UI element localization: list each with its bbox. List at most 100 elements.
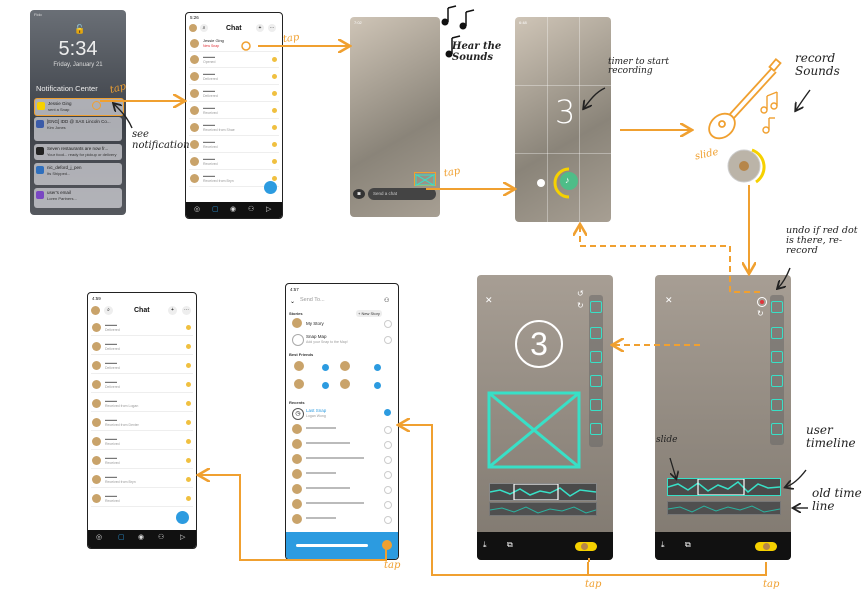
chat-row[interactable]: ▬▬▬Received from Dexter — [91, 416, 193, 431]
new-chat-button[interactable] — [176, 511, 189, 524]
select-recipient-checkbox[interactable] — [384, 516, 392, 524]
tap-target-circle — [581, 543, 588, 550]
chat-row[interactable]: ▬▬▬Delivered — [189, 70, 279, 85]
flash-icon[interactable] — [537, 179, 545, 187]
avatar — [292, 454, 302, 464]
sticker-placeholder-icon[interactable] — [487, 391, 581, 469]
select-recipient-checkbox[interactable] — [384, 456, 392, 464]
user-timeline[interactable] — [667, 478, 781, 496]
chat-row[interactable]: ▬▬▬Received — [91, 454, 193, 469]
chat-row[interactable]: ▬▬▬Received — [189, 104, 279, 119]
recording-progress-arc — [553, 167, 570, 199]
notification-email[interactable]: [ENG] IDD @ SAS Lincoln Co... Kim Jones — [34, 117, 122, 141]
friend-name: ▬▬▬ — [105, 493, 117, 498]
chat-row[interactable]: ▬▬▬Received from Bryn — [189, 172, 279, 187]
chat-status: Delivered — [203, 94, 218, 98]
chat-row[interactable]: ▬▬▬Received from Bryn — [91, 473, 193, 488]
discover-icon[interactable]: ▷ — [266, 206, 272, 213]
chat-row[interactable]: ▬▬▬Received — [189, 155, 279, 170]
chat-row[interactable]: ▬▬▬Received — [91, 435, 193, 450]
select-recipient-checkbox[interactable] — [384, 471, 392, 479]
user-timeline[interactable] — [489, 483, 597, 501]
select-recipient-checkbox[interactable] — [384, 501, 392, 509]
chat-row[interactable]: ▬▬▬Received — [91, 492, 193, 507]
chevron-down-icon[interactable]: ⌄ — [290, 299, 296, 305]
friends-icon[interactable]: ⚇ — [158, 534, 165, 541]
send-bar[interactable] — [286, 532, 398, 559]
chat-icon[interactable]: ▢ — [118, 534, 125, 541]
emoji-icon — [272, 159, 277, 164]
avatar[interactable] — [91, 306, 100, 315]
select-recipient-checkbox[interactable] — [384, 441, 392, 449]
download-icon[interactable]: ⤓ — [661, 540, 665, 549]
notification-email-2[interactable]: user's email Loren Partners... — [34, 188, 122, 208]
last-snap-item[interactable]: Last Snap — [306, 408, 327, 413]
send-chat-input[interactable]: Send a chat — [368, 188, 436, 200]
emoji-icon — [186, 477, 191, 482]
sound-sticker[interactable] — [414, 172, 436, 187]
redo-icon[interactable]: ↻ — [757, 309, 764, 318]
search-icon[interactable]: ⌕ — [200, 24, 208, 32]
undo-icon[interactable] — [757, 297, 767, 307]
chat-row[interactable]: ▬▬▬Delivered — [91, 340, 193, 355]
search-input[interactable]: Send To... — [300, 297, 325, 303]
avatar[interactable] — [189, 24, 197, 32]
my-story-item[interactable]: My Story — [306, 321, 324, 326]
chat-row[interactable]: ▬▬▬Delivered — [91, 321, 193, 336]
undo-icon[interactable]: ↺ — [577, 289, 584, 298]
chat-row[interactable]: ▬▬▬Received from Shae — [189, 121, 279, 136]
redo-icon[interactable]: ↻ — [577, 301, 584, 310]
chat-row[interactable]: ▬▬▬Opened — [189, 53, 279, 68]
chat-row[interactable]: ▬▬▬Delivered — [91, 359, 193, 374]
camera-icon[interactable]: ◉ — [230, 206, 237, 213]
friends-icon[interactable]: ⚇ — [248, 206, 255, 213]
map-icon[interactable]: ◎ — [194, 206, 201, 213]
avatar — [292, 439, 302, 449]
add-friend-icon[interactable]: + — [168, 306, 177, 315]
more-icon[interactable]: ⋯ — [182, 306, 191, 315]
search-icon[interactable]: ⌕ — [104, 306, 113, 315]
chat-row[interactable]: ▬▬▬Received from Logan — [91, 397, 193, 412]
avatar — [92, 361, 101, 370]
status-time: 4:57 — [290, 287, 299, 292]
close-icon[interactable]: ✕ — [485, 295, 493, 305]
chat-row[interactable]: ▬▬▬Delivered — [91, 378, 193, 393]
share-icon[interactable]: ⧉ — [685, 540, 691, 549]
select-recipient-checkbox[interactable] — [384, 426, 392, 434]
share-icon[interactable]: ⧉ — [507, 540, 513, 549]
friend-name: ▬▬▬ — [105, 455, 117, 460]
lock-screen: Fido 🔓 5:34 Friday, January 21 Notificat… — [30, 10, 126, 215]
new-story-button[interactable]: + New Story — [356, 310, 382, 317]
arrow-undo-to-timer — [580, 226, 760, 293]
chat-row-new-snap[interactable]: Jessie Ging New Snap — [189, 37, 279, 52]
close-icon[interactable]: ✕ — [665, 295, 673, 305]
camera-icon[interactable]: ◙ — [353, 189, 365, 199]
snap-map-item[interactable]: Snap Map — [306, 334, 327, 339]
avatar — [190, 123, 199, 132]
camera-icon[interactable]: ◉ — [138, 534, 145, 541]
notification-snap[interactable]: Jessie Ging sent a Snap — [34, 98, 124, 116]
more-icon[interactable]: ⋯ — [268, 24, 276, 32]
clock-icon: ◷ — [292, 408, 304, 420]
friend-name: ▬▬▬ — [105, 474, 117, 479]
chat-status: Delivered — [203, 77, 218, 81]
shipping-icon — [36, 166, 44, 174]
chat-row[interactable]: ▬▬▬Received — [189, 138, 279, 153]
notification-shipping[interactable]: nic_deford_j_pen Its Shipped... — [34, 163, 122, 185]
group-icon[interactable]: ⚇ — [384, 298, 390, 304]
add-friend-icon[interactable]: + — [256, 24, 264, 32]
discover-icon[interactable]: ▷ — [180, 534, 186, 541]
friend-name: ▬▬▬ — [105, 436, 117, 441]
chat-icon[interactable]: ▢ — [212, 206, 219, 213]
arrow-editor-to-sendto — [400, 425, 589, 576]
select-recipient-checkbox[interactable] — [384, 486, 392, 494]
chat-screen-bottom: 4:59 ⌕ Chat + ⋯ ▬▬▬Delivered▬▬▬Delivered… — [87, 292, 197, 549]
chat-row[interactable]: ▬▬▬Delivered — [189, 87, 279, 102]
download-icon[interactable]: ⤓ — [483, 540, 487, 549]
map-icon[interactable]: ◎ — [96, 534, 103, 541]
record-sound-button[interactable]: ♪ — [560, 172, 578, 190]
new-chat-button[interactable] — [264, 181, 277, 194]
notification-food[interactable]: Seven restaurants are now fr... Your foo… — [34, 144, 122, 160]
avatar — [190, 89, 199, 98]
tap-target-circle — [92, 101, 101, 110]
